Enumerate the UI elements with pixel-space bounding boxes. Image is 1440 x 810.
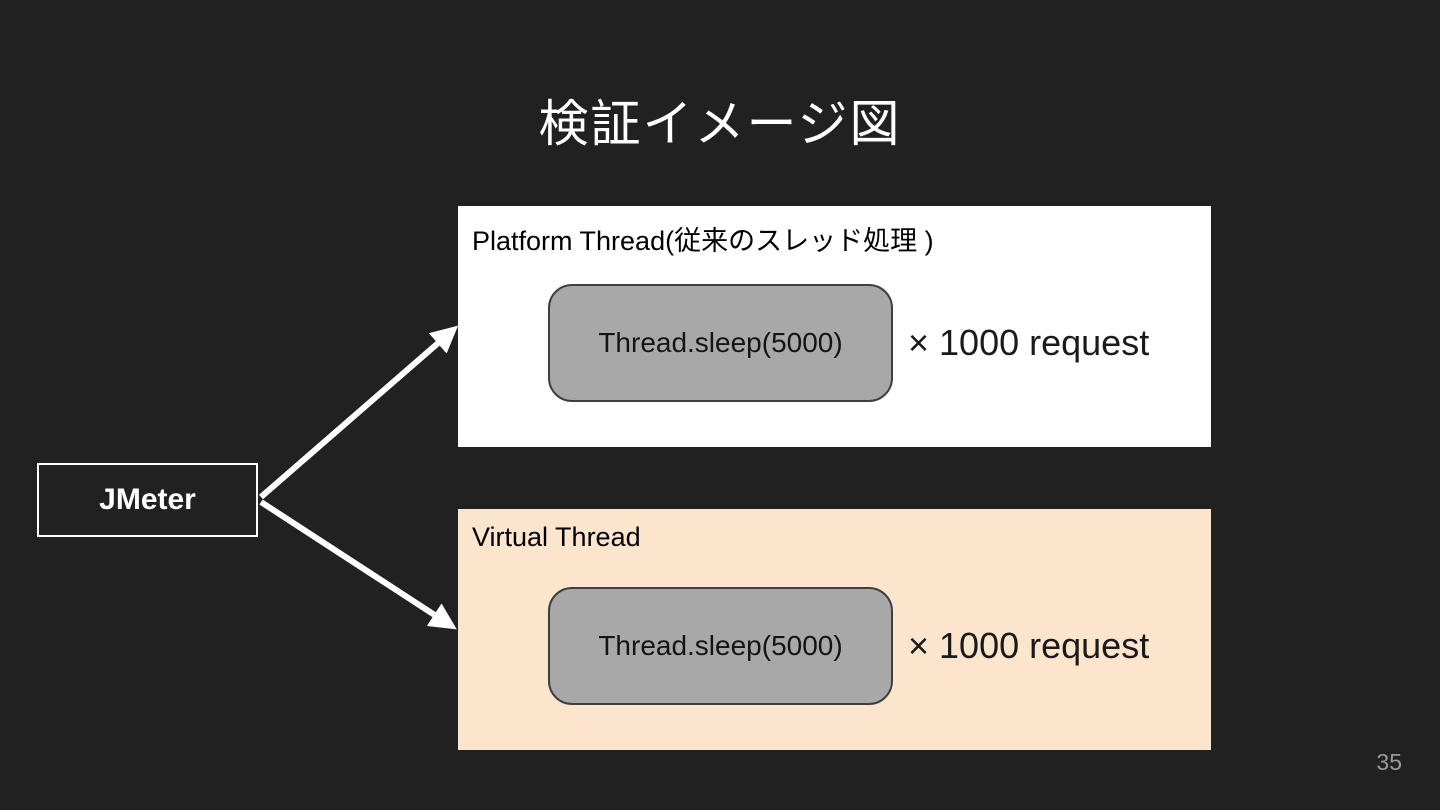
virtual-multiplier-label: × 1000 request xyxy=(908,625,1150,666)
arrow-down-right-icon xyxy=(259,499,457,630)
virtual-task-box: Thread.sleep(5000) xyxy=(548,587,893,705)
platform-thread-panel: Platform Thread(従来のスレッド処理 ) Thread.sleep… xyxy=(458,206,1211,447)
arrow-up-right-icon xyxy=(259,325,459,500)
page-number: 35 xyxy=(1376,749,1402,775)
platform-task-box: Thread.sleep(5000) xyxy=(548,284,893,402)
jmeter-label: JMeter xyxy=(99,483,196,516)
platform-task-label: Thread.sleep(5000) xyxy=(598,327,843,358)
jmeter-box: JMeter xyxy=(37,463,258,537)
virtual-thread-label: Virtual Thread xyxy=(472,522,641,552)
slide-title: 検証イメージ図 xyxy=(538,96,902,152)
platform-thread-label: Platform Thread(従来のスレッド処理 ) xyxy=(472,226,934,256)
platform-multiplier-label: × 1000 request xyxy=(908,322,1150,363)
virtual-task-label: Thread.sleep(5000) xyxy=(598,630,843,661)
virtual-thread-panel: Virtual Thread Thread.sleep(5000) × 1000… xyxy=(458,509,1211,750)
